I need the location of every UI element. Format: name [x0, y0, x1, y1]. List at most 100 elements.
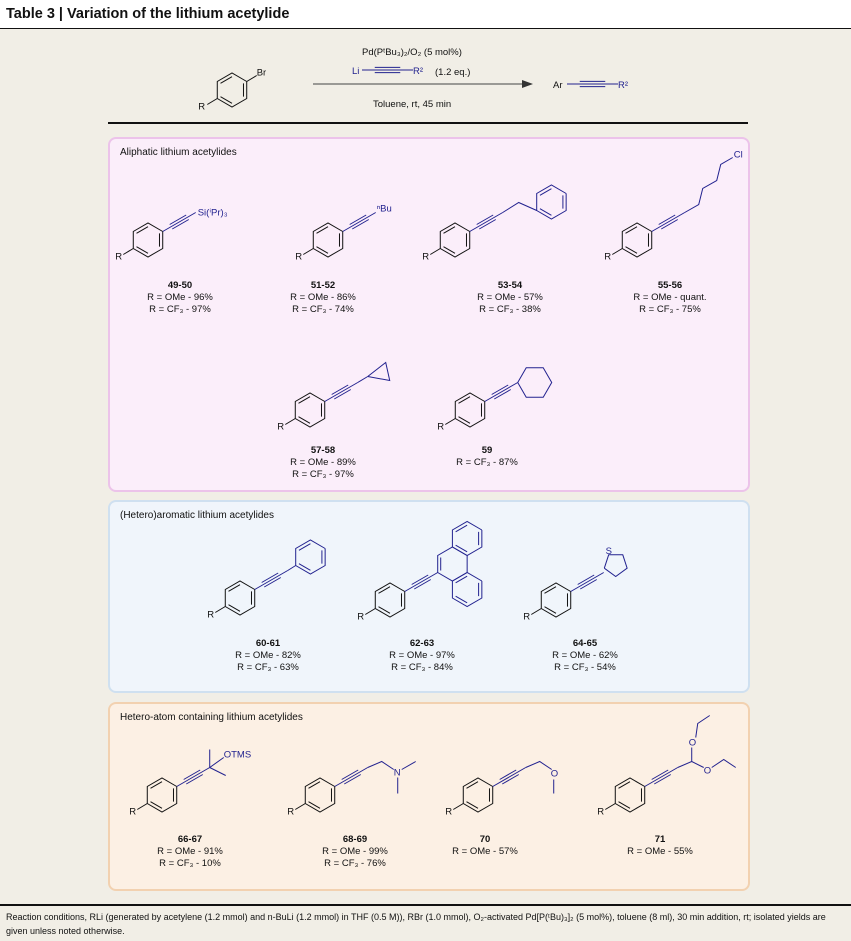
- yield-text: R = OMe - 57%: [452, 846, 518, 857]
- compound-60-61: R: [207, 539, 326, 621]
- arrow-head: [522, 80, 533, 88]
- compound-number: 59: [481, 445, 493, 456]
- r2-label: R²: [618, 80, 628, 91]
- title-bar: Table 3 | Variation of the lithium acety…: [0, 0, 851, 29]
- panel-title: Hetero-atom containing lithium acetylide…: [120, 712, 303, 723]
- yield-text: R = CF₃ - 75%: [639, 304, 701, 315]
- compound-number: 62-63: [409, 638, 435, 649]
- compound-number: 53-54: [497, 280, 523, 291]
- catalyst-text: Pd(PᵗBu₃)₂/O₂ (5 mol%): [362, 47, 462, 58]
- compound-68-69: RN: [287, 760, 416, 818]
- compound-70: RO: [445, 760, 558, 818]
- compound-number: 71: [654, 834, 666, 845]
- yield-text: R = CF₃ - 84%: [391, 662, 453, 673]
- yield-text: R = CF₃ - 38%: [479, 304, 541, 315]
- panel-title: Aliphatic lithium acetylides: [120, 147, 237, 158]
- yield-text: R = OMe - 82%: [235, 650, 301, 661]
- otms-label: OTMS: [224, 750, 251, 761]
- panel-heteroatom: Hetero-atom containing lithium acetylide…: [108, 702, 750, 891]
- compound-57-58: R: [277, 361, 391, 433]
- r-group-label: R: [198, 102, 205, 113]
- compound-number: 66-67: [177, 834, 203, 845]
- conditions-text: Toluene, rt, 45 min: [373, 99, 452, 110]
- yield-text: R = CF₃ - 74%: [292, 304, 354, 315]
- compound-62-63: R: [357, 520, 483, 623]
- bromo-label: Br: [257, 68, 267, 79]
- panel-aliphatic: Aliphatic lithium acetylides: [108, 137, 750, 492]
- r-group-label: R: [604, 252, 611, 263]
- yield-text: R = OMe - 86%: [290, 292, 356, 303]
- oxygen-label: O: [704, 766, 711, 777]
- r-group-label: R: [422, 252, 429, 263]
- r-group-label: R: [115, 252, 122, 263]
- yield-text: R = CF₃ - 10%: [159, 858, 221, 869]
- oxygen-label: O: [689, 738, 696, 749]
- compound-number: 49-50: [167, 280, 193, 291]
- compound-49-50: R Si(ⁱPr)₃: [115, 208, 227, 263]
- r2-label: R²: [413, 66, 423, 77]
- compound-66-67: R OTMS: [129, 749, 251, 818]
- panel-aromatic: (Hetero)aromatic lithium acetylides: [108, 500, 750, 693]
- yield-text: R = OMe - 62%: [552, 650, 618, 661]
- yield-text: R = OMe - 55%: [627, 846, 693, 857]
- compound-number: 51-52: [310, 280, 336, 291]
- yield-text: R = CF₃ - 63%: [237, 662, 299, 673]
- yield-text: R = OMe - 97%: [389, 650, 455, 661]
- compound-59: R: [437, 367, 553, 433]
- yield-text: R = OMe - 89%: [290, 457, 356, 468]
- yield-text: R = CF₃ - 87%: [456, 457, 518, 468]
- r-group-label: R: [445, 807, 452, 818]
- compound-number: 60-61: [255, 638, 281, 649]
- yield-text: R = CF₃ - 97%: [292, 469, 354, 480]
- r-group-label: R: [295, 252, 302, 263]
- r-group-label: R: [437, 422, 444, 433]
- silyl-label: Si(ⁱPr)₃: [198, 208, 228, 219]
- footnote: Reaction conditions, RLi (generated by a…: [6, 912, 826, 936]
- r-group-label: R: [129, 807, 136, 818]
- yield-text: R = CF₃ - 54%: [554, 662, 616, 673]
- lithium-label: Li: [352, 66, 359, 77]
- r-group-label: R: [523, 612, 530, 623]
- nitrogen-label: N: [394, 768, 401, 779]
- r-group-label: R: [287, 807, 294, 818]
- compound-number: 70: [479, 834, 491, 845]
- compound-number: 57-58: [310, 445, 336, 456]
- yield-text: R = CF₃ - 97%: [149, 304, 211, 315]
- yield-text: R = OMe - quant.: [633, 292, 707, 303]
- compound-number: 64-65: [572, 638, 598, 649]
- yield-text: R = OMe - 96%: [147, 292, 213, 303]
- compound-71: R O O: [597, 715, 736, 818]
- yield-text: R = CF₃ - 76%: [324, 858, 386, 869]
- table-title: Table 3 | Variation of the lithium acety…: [6, 6, 290, 22]
- butyl-label: ⁿBu: [377, 204, 392, 215]
- compound-number: 55-56: [657, 280, 683, 291]
- compound-53-54: R: [422, 184, 567, 263]
- compound-55-56: R Cl: [604, 150, 742, 263]
- yield-text: R = OMe - 91%: [157, 846, 223, 857]
- panel-title: (Hetero)aromatic lithium acetylides: [120, 510, 274, 521]
- equivalents-text: (1.2 eq.): [435, 67, 471, 78]
- chloro-label: Cl: [734, 150, 743, 161]
- r-group-label: R: [207, 610, 214, 621]
- r-group-label: R: [597, 807, 604, 818]
- yield-text: R = OMe - 57%: [477, 292, 543, 303]
- compound-64-65: RS: [523, 546, 628, 623]
- yield-text: R = OMe - 99%: [322, 846, 388, 857]
